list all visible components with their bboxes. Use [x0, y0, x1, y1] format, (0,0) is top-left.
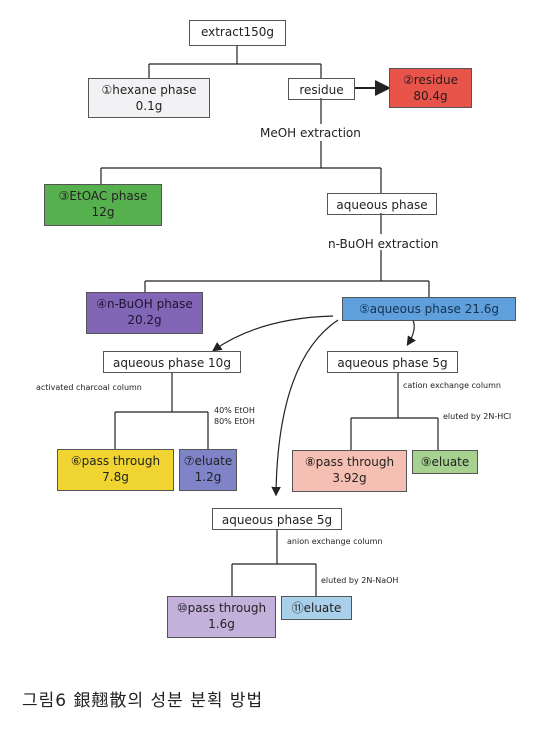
label-eluted-hcl: eluted by 2N-HCl	[443, 412, 512, 421]
node-pass10-amount: 1.6g	[208, 617, 235, 631]
node-buoh-phase: ④n-BuOH phase 20.2g	[86, 292, 203, 334]
label-activated-charcoal: activated charcoal column	[36, 383, 142, 392]
node-etoac-name: ③EtOAC phase	[58, 189, 148, 203]
node-aq5b-name: aqueous phase 5g	[337, 356, 448, 370]
node-hexane-phase: ①hexane phase 0.1g	[88, 78, 210, 118]
label-buoh-extraction: n-BuOH extraction	[328, 237, 439, 251]
node-aq5c-name: aqueous phase 5g	[221, 513, 333, 527]
node-pass10-name: ⑩pass through	[176, 601, 267, 615]
node-pass6-name: ⑥pass through	[70, 454, 161, 468]
node-residue-name: residue	[299, 83, 344, 97]
node-buoh-amount: 20.2g	[127, 313, 162, 327]
node-eluate7-name: ⑦eluate	[183, 454, 233, 468]
node-eluate-9: ⑨eluate	[412, 450, 478, 474]
node-pass6-amount: 7.8g	[102, 470, 129, 484]
node-buoh-name: ④n-BuOH phase	[96, 297, 193, 311]
node-residue-2-amount: 80.4g	[413, 89, 448, 103]
node-eluate11-name: ⑪eluate	[291, 601, 342, 615]
node-aqueous-phase: aqueous phase	[327, 193, 437, 215]
node-aq5-name: ⑤aqueous phase 21.6g	[358, 302, 500, 316]
node-pass-through-10: ⑩pass through 1.6g	[167, 596, 276, 638]
node-pass8-amount: 3.92g	[332, 471, 367, 485]
node-residue: residue	[288, 78, 355, 100]
node-hexane-name: ①hexane phase	[101, 83, 197, 97]
node-pass-through-8: ⑧pass through 3.92g	[292, 450, 407, 492]
label-etoh-40: 40% EtOH	[214, 406, 255, 415]
node-eluate7-amount: 1.2g	[194, 470, 222, 484]
label-anion-exchange: anion exchange column	[287, 537, 383, 546]
node-etoac-amount: 12g	[91, 205, 115, 219]
node-aqueous-phase-5: ⑤aqueous phase 21.6g	[342, 297, 516, 321]
node-extract-name: extract150g	[200, 25, 275, 39]
node-aqueous-phase-10g: aqueous phase 10g	[103, 351, 241, 373]
node-residue-2: ②residue 80.4g	[389, 68, 472, 108]
node-residue-2-name: ②residue	[402, 73, 458, 87]
label-meoh-extraction: MeOH extraction	[260, 126, 361, 140]
label-etoh-80: 80% EtOH	[214, 417, 255, 426]
node-aqueous-phase-5g-cation: aqueous phase 5g	[327, 351, 458, 373]
node-aqueous-name: aqueous phase	[336, 198, 428, 212]
node-aq10-name: aqueous phase 10g	[113, 356, 231, 370]
node-eluate-7: ⑦eluate 1.2g	[179, 449, 237, 491]
figure-caption: 그림6 銀翹散의 성분 분획 방법	[22, 691, 264, 711]
node-pass8-name: ⑧pass through	[304, 455, 395, 469]
node-hexane-amount: 0.1g	[135, 99, 163, 113]
node-etoac-phase: ③EtOAC phase 12g	[44, 184, 162, 226]
node-eluate9-name: ⑨eluate	[420, 455, 470, 469]
node-pass-through-6: ⑥pass through 7.8g	[57, 449, 174, 491]
label-eluted-naoh: eluted by 2N-NaOH	[321, 576, 399, 585]
node-extract: extract150g	[189, 20, 286, 46]
node-eluate-11: ⑪eluate	[281, 596, 352, 620]
node-aqueous-phase-5g-anion: aqueous phase 5g	[212, 508, 342, 530]
label-cation-exchange: cation exchange column	[403, 381, 501, 390]
